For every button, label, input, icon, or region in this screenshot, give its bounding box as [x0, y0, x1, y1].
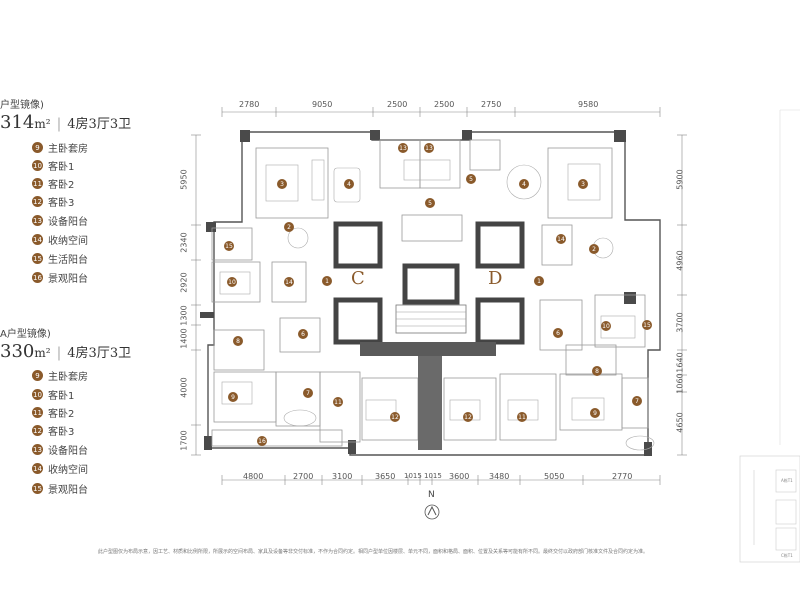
room-marker: 6: [298, 329, 308, 339]
unit-a-header: A户型镜像): [0, 329, 51, 340]
dimension-label: 4800: [243, 472, 264, 481]
room-marker: 9: [590, 408, 600, 418]
dimension-label: 2920: [179, 272, 189, 293]
room-marker: 7: [632, 396, 642, 406]
room-marker: 5: [466, 174, 476, 184]
dimension-label: 3650: [375, 472, 396, 481]
unit-a-description: 4房3厅3卫: [67, 346, 132, 361]
unit-a-area-unit: m²: [34, 346, 51, 360]
room-marker: 13: [424, 143, 434, 153]
dimension-label: 5050: [544, 472, 565, 481]
room-marker: 3: [578, 179, 588, 189]
room-marker: 13: [398, 143, 408, 153]
room-marker: 10: [601, 321, 611, 331]
dimension-label: 1015: [404, 472, 422, 480]
dimension-label: 1015: [424, 472, 442, 480]
dimension-label: 3600: [449, 472, 470, 481]
room-marker: 2: [284, 222, 294, 232]
unit-b-area-unit: m²: [34, 117, 51, 131]
dimension-label: 5950: [179, 169, 189, 190]
dimension-label: 3100: [332, 472, 353, 481]
room-marker: 11: [517, 412, 527, 422]
core-label-c: C: [351, 268, 365, 289]
site-key: [739, 455, 800, 563]
dimension-label: 3480: [489, 472, 510, 481]
core-label-d: D: [488, 268, 503, 289]
room-marker: 10: [227, 277, 237, 287]
room-marker: 14: [284, 277, 294, 287]
dimension-label: 2770: [612, 472, 633, 481]
room-marker: 6: [553, 328, 563, 338]
unit-b-area-value: 314: [0, 112, 35, 133]
dimension-label: 1060: [675, 373, 685, 394]
room-marker: 15: [642, 320, 652, 330]
dimension-label: 1400: [179, 328, 189, 349]
dimension-label: 2750: [481, 100, 502, 109]
room-marker: 14: [556, 234, 566, 244]
dimension-label: 2500: [387, 100, 408, 109]
room-marker: 5: [425, 198, 435, 208]
room-marker: 4: [344, 179, 354, 189]
side-ruler: [779, 109, 800, 445]
room-marker: 2: [589, 244, 599, 254]
elevator-core: [333, 221, 525, 450]
dimension-label: 9580: [578, 100, 599, 109]
room-marker: 15: [224, 241, 234, 251]
room-marker: 16: [257, 436, 267, 446]
room-marker: 7: [303, 388, 313, 398]
interior-walls: [211, 139, 649, 447]
room-marker: 1: [534, 276, 544, 286]
unit-b-header: 户型镜像): [0, 100, 44, 111]
unit-a-area-value: 330: [0, 341, 35, 362]
disclaimer: 此户型图仅为布局示意，因工艺、材质和比例所限，所展示的空间布局、家具及设备等非交…: [98, 549, 649, 555]
room-marker: 8: [592, 366, 602, 376]
room-marker: 1: [322, 276, 332, 286]
dimension-label: 1700: [179, 430, 189, 451]
room-marker: 12: [390, 412, 400, 422]
room-marker: 11: [333, 397, 343, 407]
room-marker: 8: [233, 336, 243, 346]
room-marker: 3: [277, 179, 287, 189]
compass-label: N: [428, 490, 435, 500]
dimension-label: 2780: [239, 100, 260, 109]
room-marker: 9: [228, 392, 238, 402]
room-marker: 4: [519, 179, 529, 189]
dimension-label: 4960: [675, 250, 685, 271]
dimension-lines: [191, 107, 687, 485]
dimension-label: 2500: [434, 100, 455, 109]
unit-a-area: 330m²|4房3厅3卫: [0, 341, 132, 362]
dimension-label: 2340: [179, 232, 189, 253]
dimension-label: 9050: [312, 100, 333, 109]
dimension-label: 3700: [675, 312, 685, 333]
key-label-a: A栋T1: [781, 478, 793, 483]
dimension-label: 4650: [675, 412, 685, 433]
dimension-label: 5900: [675, 169, 685, 190]
unit-b-area: 314m²|4房3厅3卫: [0, 112, 132, 133]
compass-icon: [424, 504, 440, 520]
room-marker: 12: [463, 412, 473, 422]
key-label-c: C栋T1: [781, 553, 793, 558]
dimension-label: 4000: [179, 377, 189, 398]
dimension-label: 2700: [293, 472, 314, 481]
unit-b-description: 4房3厅3卫: [67, 117, 132, 132]
